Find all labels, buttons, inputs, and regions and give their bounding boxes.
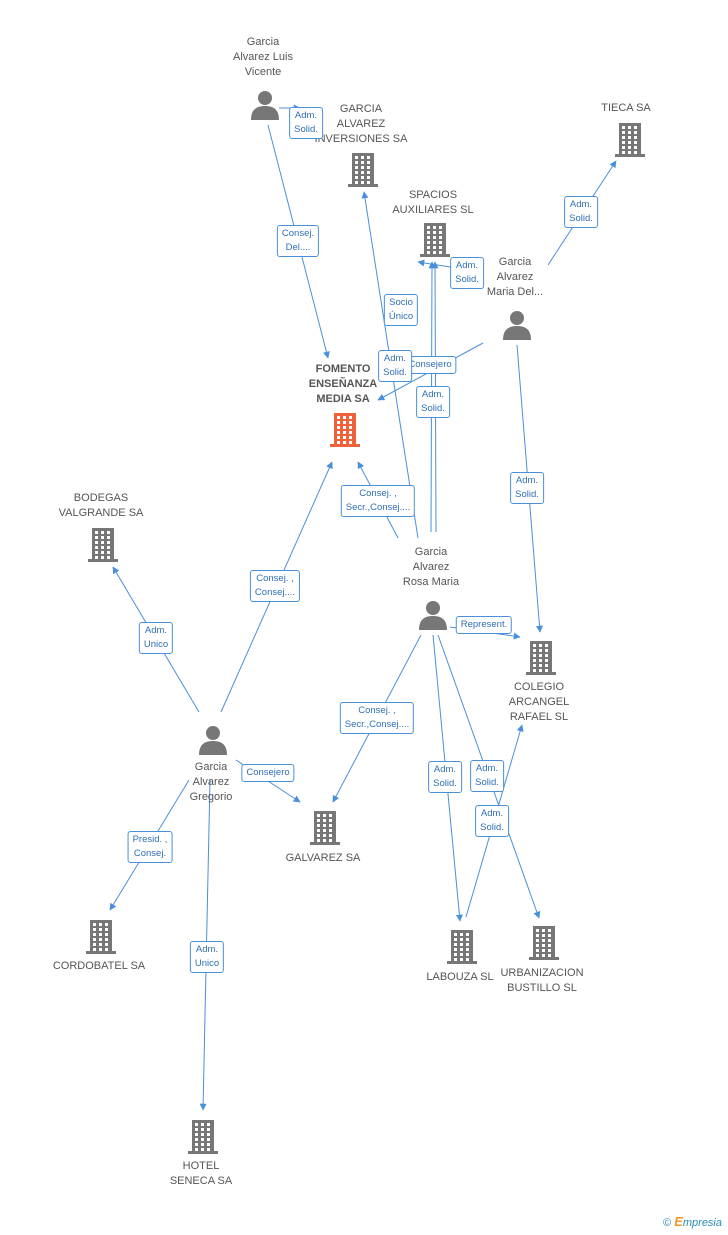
building-icon[interactable] [529, 926, 559, 965]
building-icon[interactable] [447, 930, 477, 969]
company-name[interactable]: LABOUZA SL [426, 971, 494, 983]
company-name[interactable]: SPACIOS AUXILIARES SL [392, 189, 474, 216]
building-icon[interactable] [420, 223, 450, 262]
company-name[interactable]: HOTEL SENECA SA [169, 1160, 233, 1187]
company-name[interactable]: GARCIA ALVAREZ INVERSIONES SA [314, 103, 408, 145]
building-icon[interactable] [615, 123, 645, 162]
edge-label[interactable]: Adm. Solid. [289, 107, 323, 139]
edge-label[interactable]: Consej. Del.... [276, 225, 320, 257]
edge-label[interactable]: Consej. , Secr.,Consej.... [339, 702, 415, 734]
building-icon[interactable] [526, 641, 556, 680]
edge-label[interactable]: Adm. Solid. [428, 761, 462, 793]
brand-footer: © Empresia [663, 1214, 722, 1229]
person-icon[interactable] [198, 725, 228, 760]
brand-name: mpresia [682, 1217, 722, 1229]
building-icon[interactable] [330, 413, 360, 452]
building-icon[interactable] [188, 1120, 218, 1159]
edge-label[interactable]: Adm. Solid. [416, 386, 450, 418]
building-icon[interactable] [88, 528, 118, 567]
person-icon[interactable] [250, 90, 280, 125]
edge-label[interactable]: Represent. [455, 616, 513, 634]
edge-label[interactable]: Adm. Solid. [564, 196, 598, 228]
edge-label[interactable]: Presid. , Consej. [127, 831, 173, 863]
company-name[interactable]: URBANIZACION BUSTILLO SL [500, 967, 584, 994]
edge-label[interactable]: Adm. Unico [189, 941, 225, 973]
edge-label[interactable]: Adm. Solid. [470, 760, 504, 792]
edge-label[interactable]: Adm. Unico [138, 622, 174, 654]
person-icon[interactable] [418, 600, 448, 635]
edge-label[interactable]: Adm. Solid. [510, 472, 544, 504]
edge-label[interactable]: Consej. , Secr.,Consej.... [340, 485, 416, 517]
brand-initial: E [674, 1214, 683, 1229]
edge-label[interactable]: Consej. , Consej.... [249, 570, 301, 602]
company-name[interactable]: TIECA SA [601, 102, 651, 114]
edge-label[interactable]: Adm. Solid. [475, 805, 509, 837]
company-name[interactable]: GALVAREZ SA [285, 852, 361, 864]
company-name[interactable]: CORDOBATEL SA [52, 960, 146, 972]
person-name[interactable]: Garcia Alvarez Maria Del... [486, 256, 544, 298]
building-icon[interactable] [310, 811, 340, 850]
building-icon[interactable] [348, 153, 378, 192]
edge-label[interactable]: Adm. Solid. [378, 350, 412, 382]
person-name[interactable]: Garcia Alvarez Gregorio [189, 761, 233, 803]
person-icon[interactable] [502, 310, 532, 345]
building-icon[interactable] [86, 920, 116, 959]
edge-label[interactable]: Socio Único [383, 294, 419, 326]
edge-label[interactable]: Adm. Solid. [450, 257, 484, 289]
copyright-symbol: © [663, 1217, 672, 1229]
edge-label[interactable]: Consejero [241, 764, 295, 782]
person-name[interactable]: Garcia Alvarez Luis Vicente [233, 36, 293, 78]
company-name[interactable]: COLEGIO ARCANGEL RAFAEL SL [508, 681, 570, 723]
company-name[interactable]: FOMENTO ENSEÑANZA MEDIA SA [308, 363, 378, 405]
edge-label[interactable]: Consejero [403, 356, 457, 374]
company-name[interactable]: BODEGAS VALGRANDE SA [58, 492, 144, 519]
person-name[interactable]: Garcia Alvarez Rosa Maria [402, 546, 460, 588]
